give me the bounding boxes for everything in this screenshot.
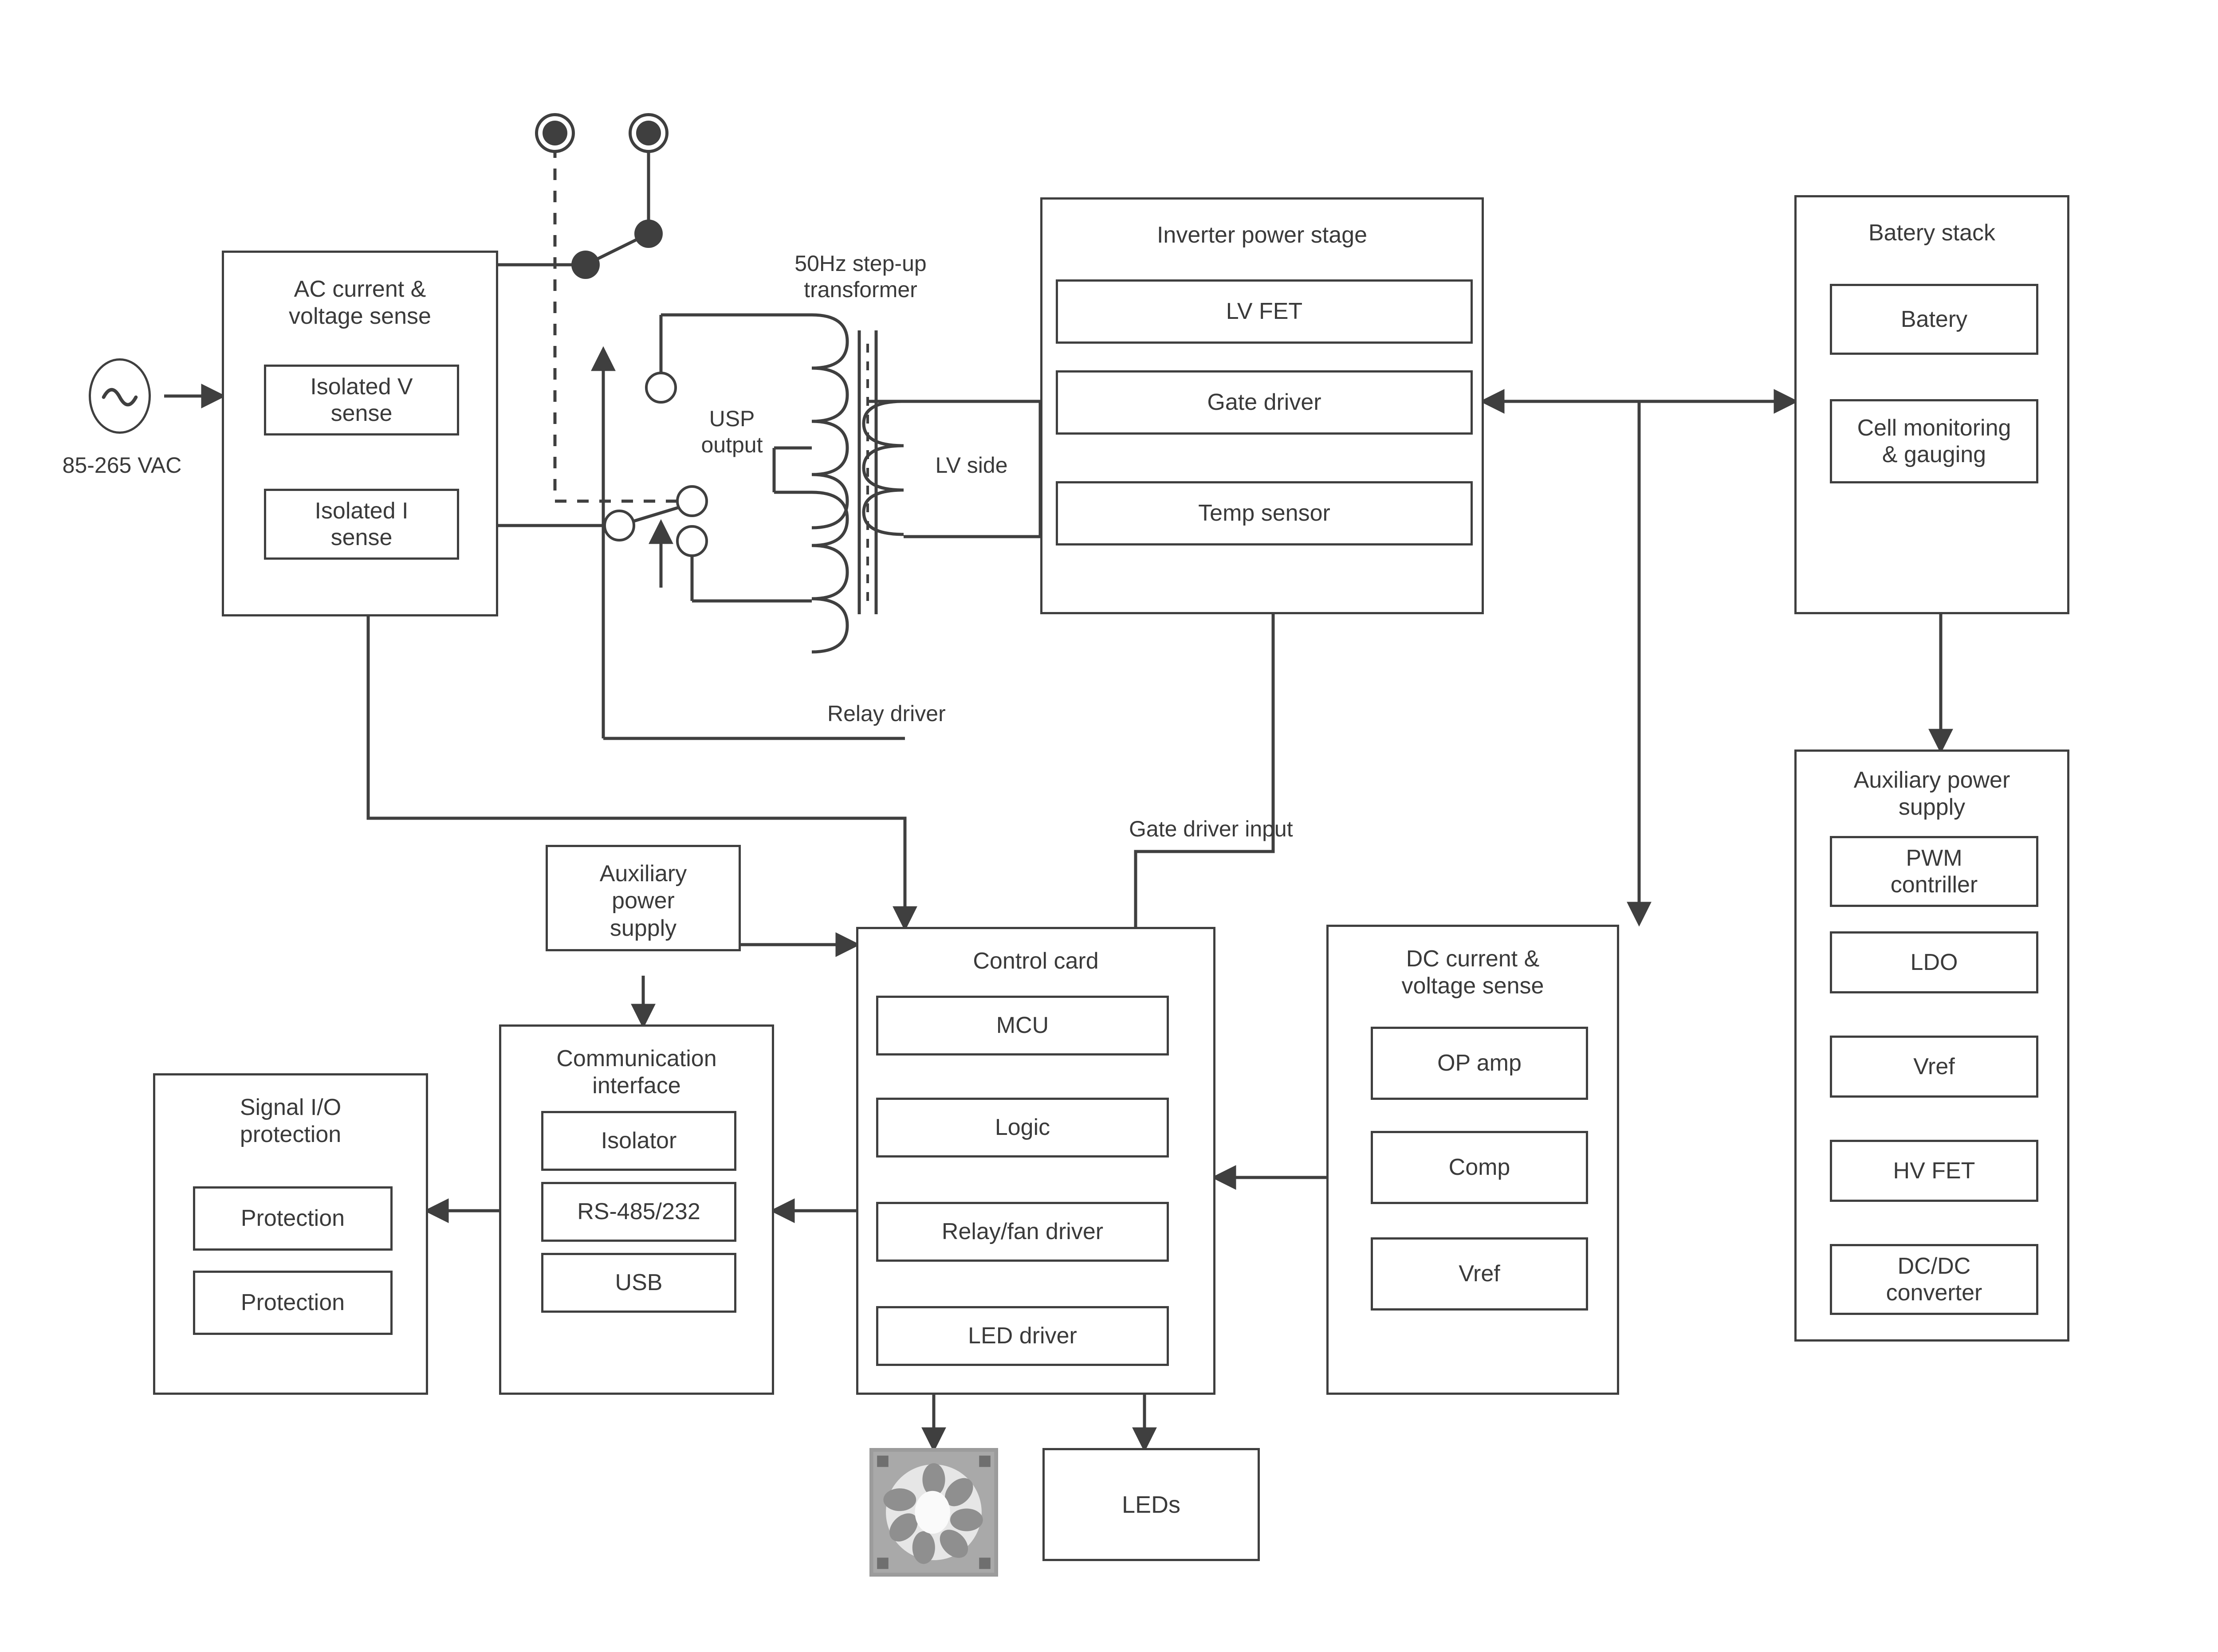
sub-protection-2[interactable]: Protection: [193, 1271, 393, 1335]
block-comm-interface-title: Communication interface: [556, 1046, 717, 1099]
label-gate-driver-input: Gate driver input: [1129, 816, 1293, 841]
block-aux-power-supply-left[interactable]: Auxiliary power supply: [546, 845, 741, 951]
sub-vref-dc[interactable]: Vref: [1371, 1237, 1588, 1311]
sub-gate-driver[interactable]: Gate driver: [1056, 370, 1473, 435]
block-control-card[interactable]: Control card MCU Logic Relay/fan driver …: [856, 927, 1215, 1395]
sub-mcu[interactable]: MCU: [876, 996, 1169, 1056]
block-control-card-title: Control card: [973, 948, 1099, 974]
block-aux-supply-left-title: Auxiliary power supply: [599, 861, 687, 941]
block-inverter-title: Inverter power stage: [1156, 222, 1368, 248]
sub-cell-monitoring[interactable]: Cell monitoring & gauging: [1830, 399, 2038, 483]
relay-upper-no-contact[interactable]: [634, 220, 663, 248]
sub-vref-aux[interactable]: Vref: [1830, 1036, 2038, 1098]
output-terminal-2-dot: [636, 121, 661, 145]
block-battery-stack-title: Batery stack: [1868, 220, 1996, 246]
output-terminal-1-dot: [543, 121, 567, 145]
relay-lower-no-contact[interactable]: [676, 525, 708, 557]
sub-relay-fan-driver[interactable]: Relay/fan driver: [876, 1202, 1169, 1262]
block-signal-io-protection[interactable]: Signal I/O protection Protection Protect…: [153, 1073, 428, 1395]
block-battery-stack[interactable]: Batery stack Batery Cell monitoring & ga…: [1794, 195, 2069, 614]
label-relay-driver: Relay driver: [827, 701, 946, 726]
block-dc-sense-title: DC current & voltage sense: [1401, 946, 1544, 999]
block-communication-interface[interactable]: Communication interface Isolator RS-485/…: [499, 1024, 774, 1395]
sub-temp-sensor[interactable]: Temp sensor: [1056, 481, 1473, 545]
transformer-title: 50Hz step-up transformer: [794, 251, 927, 302]
sub-logic[interactable]: Logic: [876, 1098, 1169, 1158]
block-inverter-power-stage[interactable]: Inverter power stage LV FET Gate driver …: [1040, 197, 1484, 614]
relay-lower-common-contact[interactable]: [603, 510, 635, 542]
block-aux-supply-right-title: Auxiliary power supply: [1853, 767, 2010, 820]
sub-isolated-v-sense[interactable]: Isolated V sense: [264, 365, 459, 436]
block-ac-sense-title: AC current & voltage sense: [289, 276, 431, 330]
sub-rs485-232[interactable]: RS-485/232: [541, 1182, 736, 1242]
usp-output-label: USP output: [701, 406, 763, 457]
sub-lv-fet[interactable]: LV FET: [1056, 279, 1473, 344]
block-dc-sense[interactable]: DC current & voltage sense OP amp Comp V…: [1326, 925, 1619, 1395]
block-aux-power-supply-right[interactable]: Auxiliary power supply PWM contriller LD…: [1794, 749, 2069, 1342]
sub-usb[interactable]: USB: [541, 1253, 736, 1313]
ac-source-label: 85-265 VAC: [62, 453, 182, 478]
sub-protection-1[interactable]: Protection: [193, 1186, 393, 1251]
usp-output-terminal[interactable]: [645, 372, 677, 404]
lv-side-label: LV side: [935, 453, 1008, 478]
sub-pwm-controller[interactable]: PWM contriller: [1830, 836, 2038, 907]
sub-comp[interactable]: Comp: [1371, 1131, 1588, 1204]
ac-source-icon: [89, 358, 151, 434]
block-signal-io-title: Signal I/O protection: [240, 1095, 342, 1148]
sub-batery[interactable]: Batery: [1830, 284, 2038, 355]
sub-led-driver[interactable]: LED driver: [876, 1306, 1169, 1366]
sub-dcdc-converter[interactable]: DC/DC converter: [1830, 1244, 2038, 1315]
relay-lower-nc-contact[interactable]: [676, 485, 708, 517]
sub-ldo[interactable]: LDO: [1830, 931, 2038, 993]
block-leds[interactable]: LEDs: [1042, 1448, 1260, 1561]
block-ac-sense[interactable]: AC current & voltage sense Isolated V se…: [222, 251, 498, 616]
relay-upper-common-contact[interactable]: [571, 251, 600, 279]
sub-isolated-i-sense[interactable]: Isolated I sense: [264, 489, 459, 560]
sub-isolator[interactable]: Isolator: [541, 1111, 736, 1171]
cooling-fan-icon: [869, 1448, 998, 1577]
sub-hv-fet[interactable]: HV FET: [1830, 1140, 2038, 1202]
sub-op-amp[interactable]: OP amp: [1371, 1027, 1588, 1100]
